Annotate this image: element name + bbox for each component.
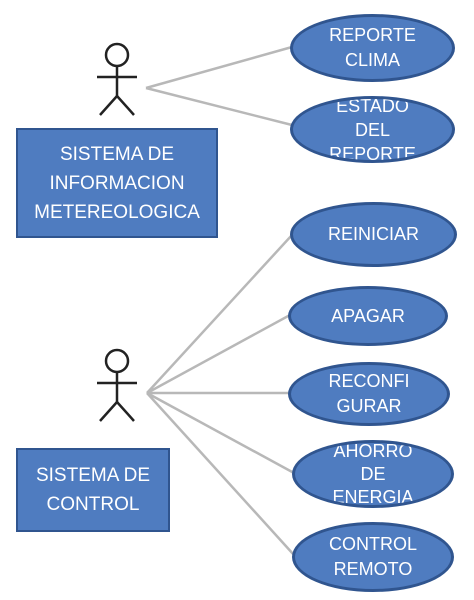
actor-sistema-de-control: SISTEMA DE CONTROL <box>16 448 170 532</box>
usecase-label: REPORTE CLIMA <box>329 25 416 70</box>
usecase-reporte-clima: REPORTE CLIMA <box>290 14 455 82</box>
connector-info-estado-del-reporte <box>145 86 293 127</box>
stick-figure-icon <box>97 348 137 422</box>
usecase-ahorro-de-energia: AHORRO DE ENERGIA <box>292 440 454 508</box>
usecase-label: REINICIAR <box>327 224 419 244</box>
usecase-control-remoto: CONTROL REMOTO <box>292 522 454 592</box>
usecase-estado-del-reporte: ESTADO DEL REPORTE <box>290 96 455 163</box>
stick-figure-icon <box>97 42 137 116</box>
connector-control-apagar <box>146 313 291 395</box>
connector-control-remoto <box>146 392 295 556</box>
actor-label: SISTEMA DE INFORMACION METEREOLOGICA <box>34 143 200 223</box>
actor-sistema-informacion-meteorologica: SISTEMA DE INFORMACION METEREOLOGICA <box>16 128 218 238</box>
usecase-apagar: APAGAR <box>288 286 448 346</box>
connector-info-reporte-clima <box>145 45 293 90</box>
usecase-label: APAGAR <box>331 305 405 326</box>
usecase-label: RECONFI GURAR <box>328 371 410 416</box>
connector-control-ahorro <box>146 391 295 475</box>
usecase-label: CONTROL REMOTO <box>328 534 417 579</box>
connector-control-reiniciar <box>146 234 293 394</box>
actor-label: SISTEMA DE CONTROL <box>35 465 151 515</box>
usecase-reiniciar: REINICIAR <box>290 202 457 267</box>
usecase-reconfigurar: RECONFI GURAR <box>288 362 450 426</box>
usecase-label: AHORRO DE ENERGIA <box>332 440 414 507</box>
usecase-label: ESTADO DEL REPORTE <box>329 96 416 163</box>
